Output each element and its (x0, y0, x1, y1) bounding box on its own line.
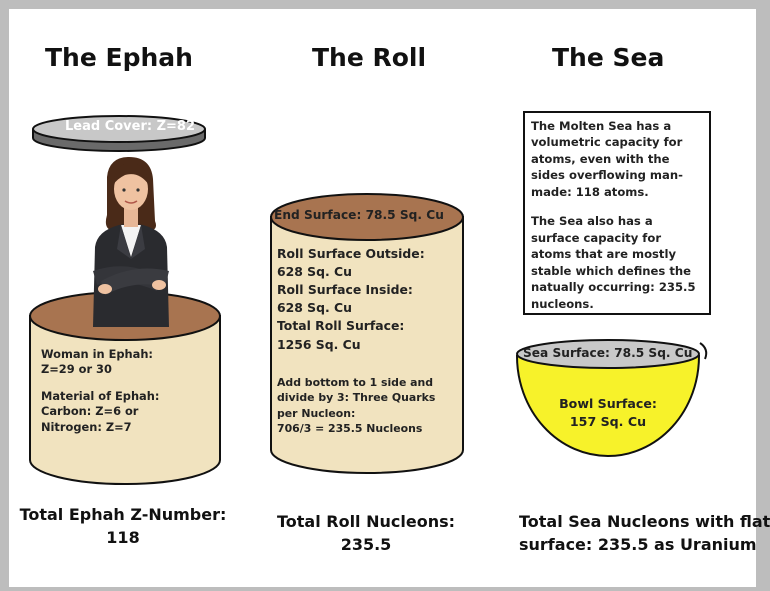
sea-total-line: Total Sea Nucleons with flat (519, 512, 770, 531)
diagram-artwork (29, 115, 708, 485)
roll-total-line: 235.5 (340, 535, 392, 555)
roll-line: Roll Surface Outside: (277, 246, 425, 261)
ephah-material-line: Nitrogen: Z=7 (41, 419, 132, 434)
roll-line: 1256 Sq. Cu (277, 336, 361, 352)
title-sea: The Sea (552, 43, 665, 72)
ephah-total-line: Total Ephah Z-Number: (19, 505, 227, 524)
molten-sea-info-box: The Molten Sea has a volumetric capacity… (523, 111, 711, 315)
ephah-woman-line: Z=29 or 30 (41, 362, 112, 377)
roll-note-line: 706/3 = 235.5 Nucleons (277, 422, 423, 436)
roll-total-line: Total Roll Nucleons: (276, 512, 456, 531)
lead-cover-label: Lead Cover: Z=82 (65, 119, 196, 134)
ephah-material-text: Material of Ephah: Carbon: Z=6 or Nitrog… (41, 389, 159, 435)
bowl-line: Bowl Surface: (559, 396, 657, 411)
roll-line: Total Roll Surface: (277, 318, 405, 334)
roll-line: 628 Sq. Cu (277, 264, 352, 280)
woman-figure (93, 157, 169, 327)
roll-total: Total Roll Nucleons: 235.5 (271, 510, 461, 556)
sea-surface-label: Sea Surface: 78.5 Sq. Cu (523, 346, 693, 360)
roll-line: 628 Sq. Cu (277, 300, 352, 316)
ephah-material-line: Carbon: Z=6 or (41, 404, 139, 419)
roll-end-surface-label: End Surface: 78.5 Sq. Cu (274, 208, 444, 222)
roll-note-line: divide by 3: Three Quarks (277, 391, 436, 405)
sea-total-line: surface: 235.5 as Uranium (519, 535, 757, 555)
lead-cover-lid (32, 115, 206, 152)
roll-note-text: Add bottom to 1 side and divide by 3: Th… (277, 375, 435, 437)
bowl-surface-text: Bowl Surface: 157 Sq. Cu (549, 395, 667, 430)
sea-total: Total Sea Nucleons with flat surface: 23… (519, 510, 770, 556)
ephah-woman-line: Woman in Ephah: (41, 347, 153, 361)
roll-note-line: per Nucleon: (277, 406, 356, 420)
ephah-drum (29, 291, 221, 485)
ephah-total: Total Ephah Z-Number: 118 (18, 503, 228, 549)
roll-line: Roll Surface Inside: (277, 282, 413, 298)
bowl-line: 157 Sq. Cu (569, 413, 647, 429)
sea-info-paragraph: The Molten Sea has a volumetric capacity… (531, 119, 683, 199)
roll-surface-text: Roll Surface Outside: 628 Sq. Cu Roll Su… (277, 245, 425, 354)
roll-cylinder (270, 193, 464, 474)
title-roll: The Roll (312, 43, 427, 72)
title-ephah: The Ephah (45, 43, 193, 72)
sea-info-paragraph: The Sea also has a surface capacity for … (531, 214, 696, 311)
ephah-total-line: 118 (106, 528, 140, 548)
ephah-material-line: Material of Ephah: (41, 389, 160, 403)
sea-bowl (515, 339, 708, 457)
roll-note-line: Add bottom to 1 side and (277, 376, 434, 389)
ephah-woman-text: Woman in Ephah: Z=29 or 30 (41, 347, 153, 378)
diagram-canvas: The Ephah The Roll The Sea (9, 9, 770, 587)
